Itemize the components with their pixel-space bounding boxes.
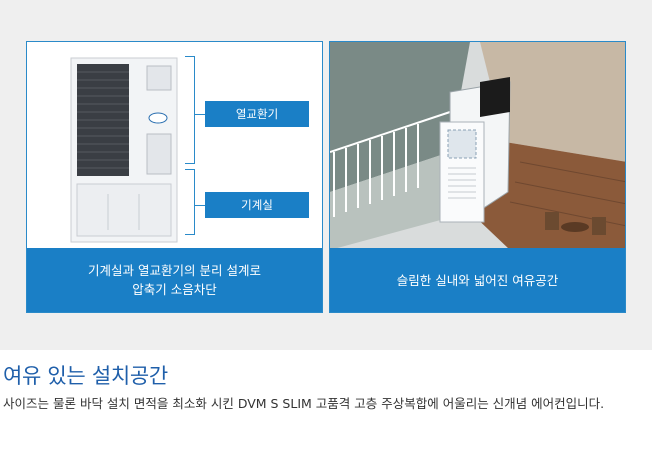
machine-room-tag: 기계실 — [205, 192, 309, 218]
card-slim-interior: 슬림한 실내와 넓어진 여유공간 — [329, 41, 626, 313]
section-description: 사이즈는 물론 바닥 설치 면적을 최소화 시킨 DVM S SLIM 고품격 … — [3, 396, 605, 411]
caption-line-2: 압축기 소음차단 — [132, 282, 217, 297]
card-separated-design: 열교환기 기계실 기계실과 열교환기의 분리 설계로 압축기 소음차단 — [26, 41, 323, 313]
caption-line-1: 기계실과 열교환기의 분리 설계로 — [88, 263, 261, 278]
section-title: 여유 있는 설치공간 — [3, 364, 168, 388]
machine-room-connector — [195, 205, 205, 206]
machine-room-bracket — [185, 169, 195, 235]
outdoor-unit-illustration — [70, 57, 178, 243]
balcony-installation-illustration — [330, 42, 625, 250]
heat-exchanger-bracket — [185, 56, 195, 164]
card-caption: 기계실과 열교환기의 분리 설계로 압축기 소음차단 — [27, 248, 322, 312]
card-caption: 슬림한 실내와 넓어진 여유공간 — [330, 248, 625, 312]
heat-exchanger-connector — [195, 114, 205, 115]
heat-exchanger-tag: 열교환기 — [205, 101, 309, 127]
